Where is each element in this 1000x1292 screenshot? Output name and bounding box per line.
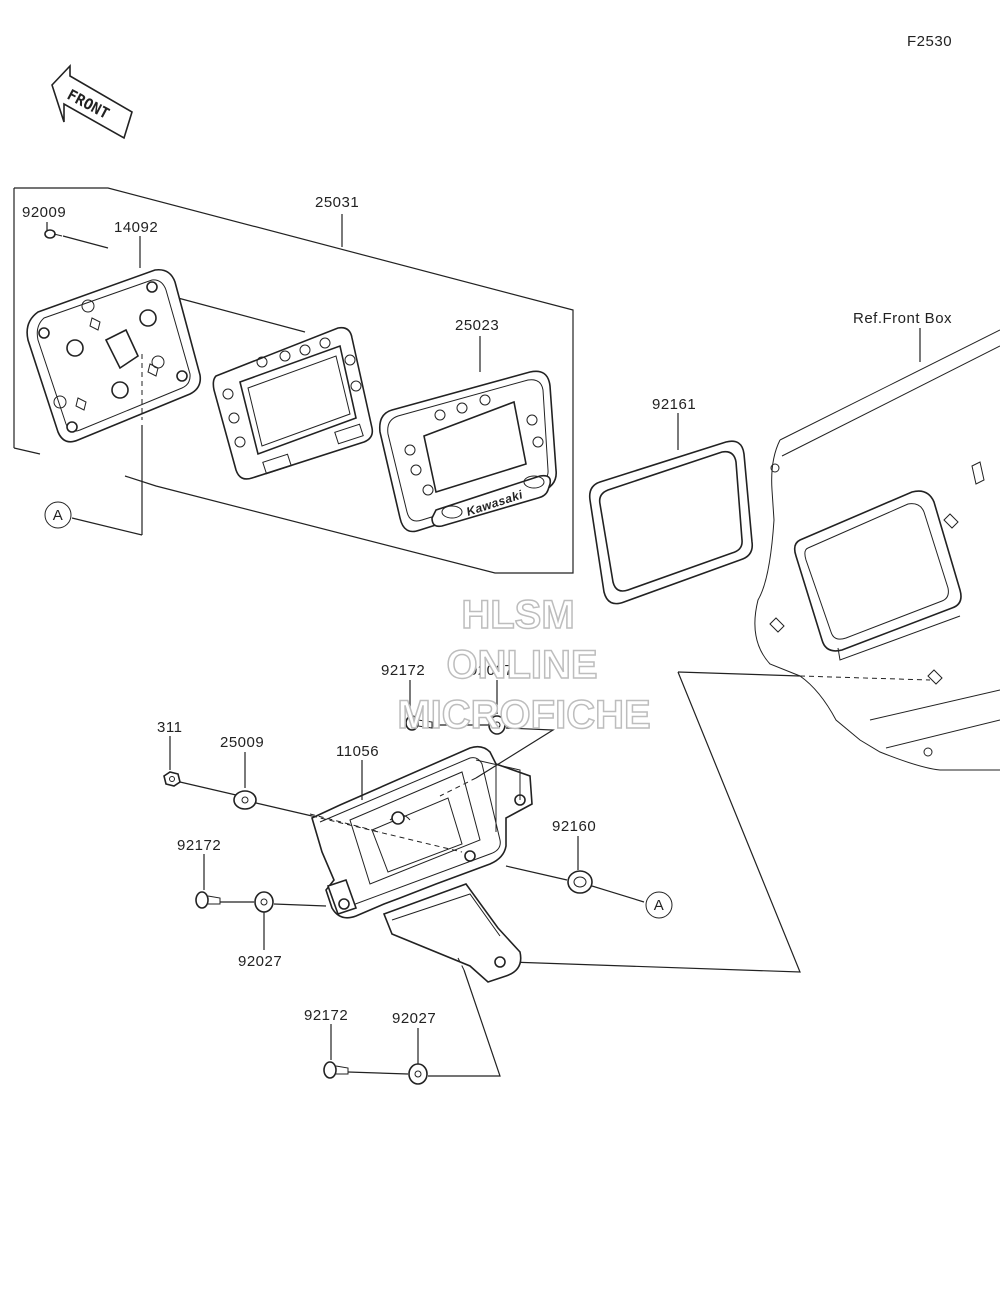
diagram-id: F2530 xyxy=(907,33,952,50)
label-92161: 92161 xyxy=(652,396,696,413)
label-92172-bottom: 92172 xyxy=(304,1007,348,1024)
bolt-92172-top xyxy=(405,715,433,731)
nut-92027-top xyxy=(488,715,506,735)
bracket-11056 xyxy=(311,745,533,983)
watermark-line1: HLSM xyxy=(461,593,574,637)
watermark: HLSM ONLINE MICROFICHE xyxy=(397,592,652,738)
label-14092: 14092 xyxy=(114,219,158,236)
label-92172-left: 92172 xyxy=(177,837,221,854)
label-92027-top: 92027 xyxy=(469,662,513,679)
label-92009: 92009 xyxy=(22,204,66,221)
meter-25023: Kawasaki xyxy=(378,370,557,533)
grommet-92160 xyxy=(567,870,593,894)
callout-a-bottom: A xyxy=(645,891,673,919)
label-ref-front-box: Ref.Front Box xyxy=(853,310,952,327)
nut-92027-left xyxy=(254,891,274,913)
assembly-outline-25031 xyxy=(13,187,574,574)
rear-case-14092 xyxy=(26,268,202,443)
gasket-92161 xyxy=(588,440,754,605)
lcd-board xyxy=(212,326,374,480)
label-311: 311 xyxy=(157,719,182,736)
bolt-92172-bottom xyxy=(323,1061,349,1079)
screw-92009 xyxy=(44,229,63,239)
watermark-line3: MICROFICHE xyxy=(397,693,650,737)
label-92027-left: 92027 xyxy=(238,953,282,970)
label-11056: 11056 xyxy=(336,743,379,760)
watermark-line2: ONLINE xyxy=(446,643,597,687)
washer-25009 xyxy=(233,790,257,810)
label-25009: 25009 xyxy=(220,734,264,751)
nut-311 xyxy=(163,771,181,787)
label-25023: 25023 xyxy=(455,317,499,334)
front-arrow-icon: FRONT xyxy=(51,63,133,140)
front-box-reference xyxy=(754,329,1000,771)
nut-92027-bottom xyxy=(408,1063,428,1085)
label-92172-top: 92172 xyxy=(381,662,425,679)
callout-a-top-label: A xyxy=(53,507,64,524)
label-25031: 25031 xyxy=(315,194,359,211)
callout-a-bottom-label: A xyxy=(654,897,665,914)
callout-a-top: A xyxy=(44,501,72,529)
label-92160: 92160 xyxy=(552,818,596,835)
label-92027-bottom: 92027 xyxy=(392,1010,436,1027)
bolt-92172-left xyxy=(195,891,221,909)
